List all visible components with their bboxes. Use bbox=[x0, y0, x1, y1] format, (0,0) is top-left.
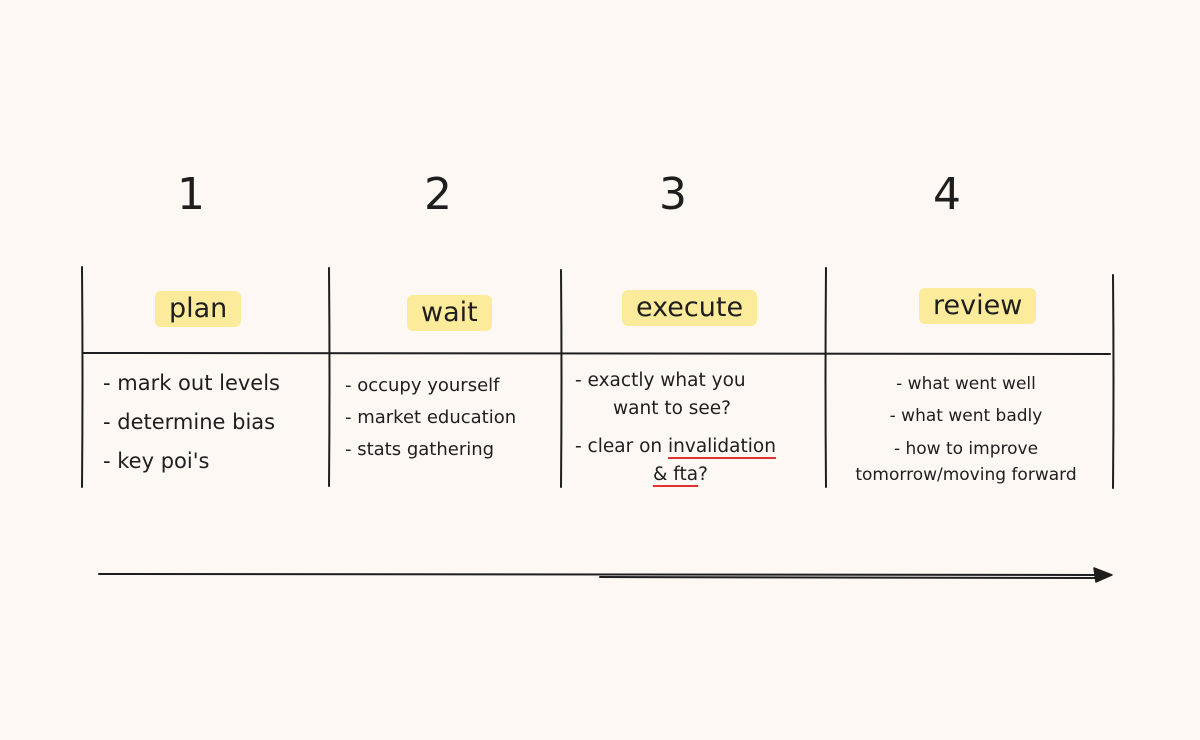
list-item-continuation: tomorrow/moving forward bbox=[855, 465, 1077, 485]
timeline-arrow-shaft-double bbox=[599, 576, 1099, 579]
underlined-invalidation: invalidation bbox=[668, 436, 776, 457]
step-number-2: 2 bbox=[424, 169, 452, 220]
table-divider-1-2 bbox=[328, 267, 331, 487]
table-divider-3-4 bbox=[824, 267, 827, 488]
list-item: - stats gathering bbox=[345, 439, 495, 460]
column-title-execute: execute bbox=[622, 290, 758, 326]
list-item: - how to improve bbox=[893, 439, 1039, 459]
list-item-continuation: & fta? bbox=[575, 461, 815, 489]
list-item-prefix: - clear on bbox=[575, 436, 668, 457]
review-checklist: - what went well - what went badly - how… bbox=[838, 368, 1094, 488]
step-number-4: 4 bbox=[933, 169, 961, 220]
step-number-1: 1 bbox=[177, 169, 205, 220]
table-divider-left bbox=[81, 266, 84, 488]
column-title-review: review bbox=[919, 288, 1037, 324]
list-item: - key poi's bbox=[103, 449, 210, 473]
underlined-fta: & fta bbox=[653, 464, 699, 485]
list-item: - what went well bbox=[896, 374, 1036, 394]
plan-checklist: - mark out levels - determine bias - key… bbox=[103, 368, 280, 485]
timeline-arrowhead bbox=[1093, 567, 1113, 583]
list-item: - determine bias bbox=[103, 410, 276, 434]
table-divider-2-3 bbox=[560, 269, 563, 488]
list-item: - market education bbox=[345, 407, 517, 428]
list-item-continuation: want to see? bbox=[613, 398, 732, 419]
timeline-arrow-shaft bbox=[98, 573, 1101, 577]
column-title-wait: wait bbox=[407, 295, 492, 331]
step-number-3: 3 bbox=[659, 169, 687, 220]
table-divider-right bbox=[1112, 274, 1115, 489]
list-item: - clear on invalidation bbox=[575, 433, 815, 461]
list-item: - exactly what you bbox=[575, 370, 746, 391]
wait-checklist: - occupy yourself - market education - s… bbox=[345, 372, 516, 468]
execute-checklist: - exactly what you want to see? - clear … bbox=[575, 367, 815, 489]
list-item-suffix: ? bbox=[698, 464, 708, 485]
list-item: - occupy yourself bbox=[345, 375, 500, 396]
column-title-plan: plan bbox=[155, 291, 242, 327]
list-item: - mark out levels bbox=[103, 371, 280, 395]
list-item: - what went badly bbox=[889, 406, 1043, 426]
table-header-line bbox=[82, 352, 1111, 356]
